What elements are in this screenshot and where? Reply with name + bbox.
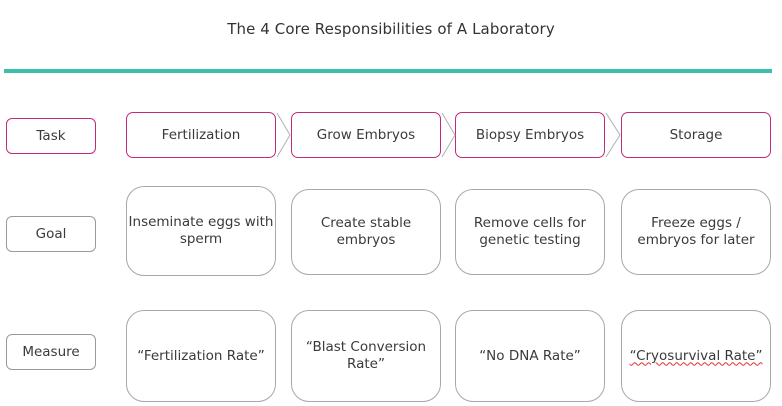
goal-biopsy-embryos: Remove cells for genetic testing [455,189,605,275]
measure-biopsy-embryos: “No DNA Rate” [455,310,605,402]
measure-grow-embryos: “Blast Conversion Rate” [291,310,441,402]
chevron-1 [276,112,291,158]
task-biopsy-embryos: Biopsy Embryos [455,112,605,158]
row-label-measure: Measure [6,334,96,370]
page-title: The 4 Core Responsibilities of A Laborat… [227,20,555,38]
task-fertilization: Fertilization [126,112,276,158]
measure-fertilization: “Fertilization Rate” [126,310,276,402]
row-label-goal: Goal [6,216,96,252]
task-grow-embryos: Grow Embryos [291,112,441,158]
chevron-3 [605,112,621,158]
measure-storage-text: “Cryosurvival Rate” [629,347,763,364]
goal-grow-embryos: Create stable embryos [291,189,441,275]
goal-fertilization: Inseminate eggs with sperm [126,186,276,276]
task-storage: Storage [621,112,771,158]
measure-storage: “Cryosurvival Rate” [621,310,771,402]
row-label-task: Task [6,118,96,154]
accent-divider [4,69,772,73]
chevron-2 [441,112,456,158]
goal-storage: Freeze eggs / embryos for later [621,189,771,275]
